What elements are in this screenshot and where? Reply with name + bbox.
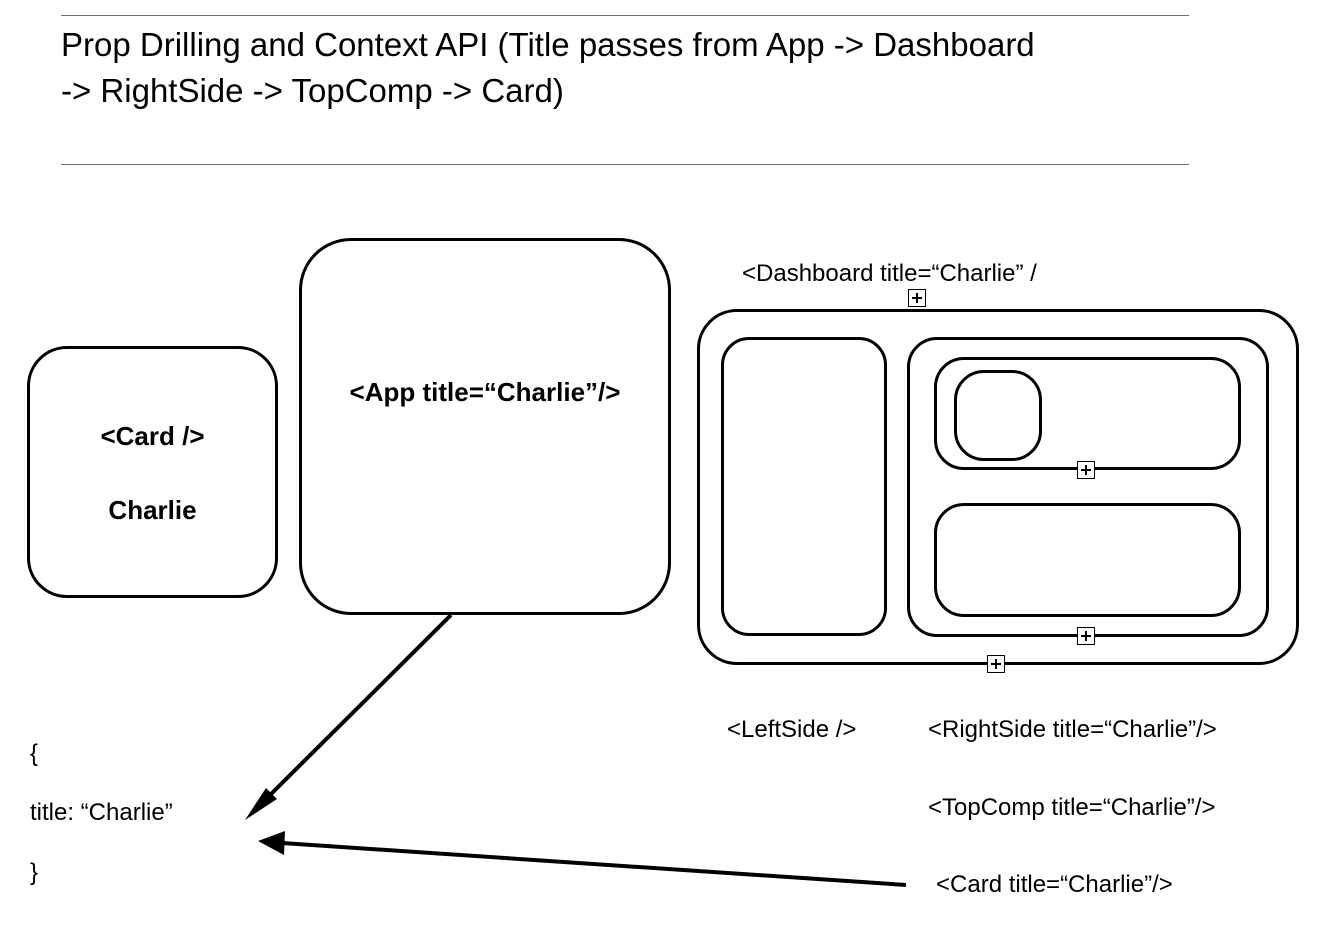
dashboard-bottom-plus-icon[interactable] <box>987 655 1005 673</box>
nested-card-box[interactable] <box>954 370 1042 461</box>
app-to-context-arrow <box>245 613 453 820</box>
leftside-label: <LeftSide /> <box>727 716 857 743</box>
rightside-plus-icon[interactable] <box>1077 627 1095 645</box>
dashboard-top-plus-icon[interactable] <box>908 289 926 307</box>
card-component-value: Charlie <box>108 495 197 525</box>
title-line-2: -> RightSide -> TopComp -> Card) <box>61 72 564 109</box>
bottom-component-box[interactable] <box>934 503 1241 617</box>
diagram-title: Prop Drilling and Context API (Title pas… <box>61 22 1181 114</box>
card-to-context-arrow <box>258 831 907 887</box>
context-open-brace: { <box>30 740 39 767</box>
card-label: <Card title=“Charlie”/> <box>936 871 1173 898</box>
dashboard-label: <Dashboard title=“Charlie” / <box>742 260 1037 287</box>
topcomp-label: <TopComp title=“Charlie”/> <box>928 794 1216 821</box>
app-component-box[interactable] <box>299 238 671 615</box>
rightside-label: <RightSide title=“Charlie”/> <box>928 716 1217 743</box>
card-component-label: <Card /> <box>100 421 205 451</box>
context-title-entry: title: “Charlie” <box>30 799 173 826</box>
app-component-label: <App title=“Charlie”/> <box>349 377 621 407</box>
context-close-brace: } <box>30 859 39 886</box>
title-divider <box>61 164 1189 165</box>
leftside-box[interactable] <box>721 337 887 636</box>
top-divider <box>61 15 1189 16</box>
title-line-1: Prop Drilling and Context API (Title pas… <box>61 26 1035 63</box>
card-component-box[interactable] <box>27 346 278 598</box>
topcomp-plus-icon[interactable] <box>1077 461 1095 479</box>
